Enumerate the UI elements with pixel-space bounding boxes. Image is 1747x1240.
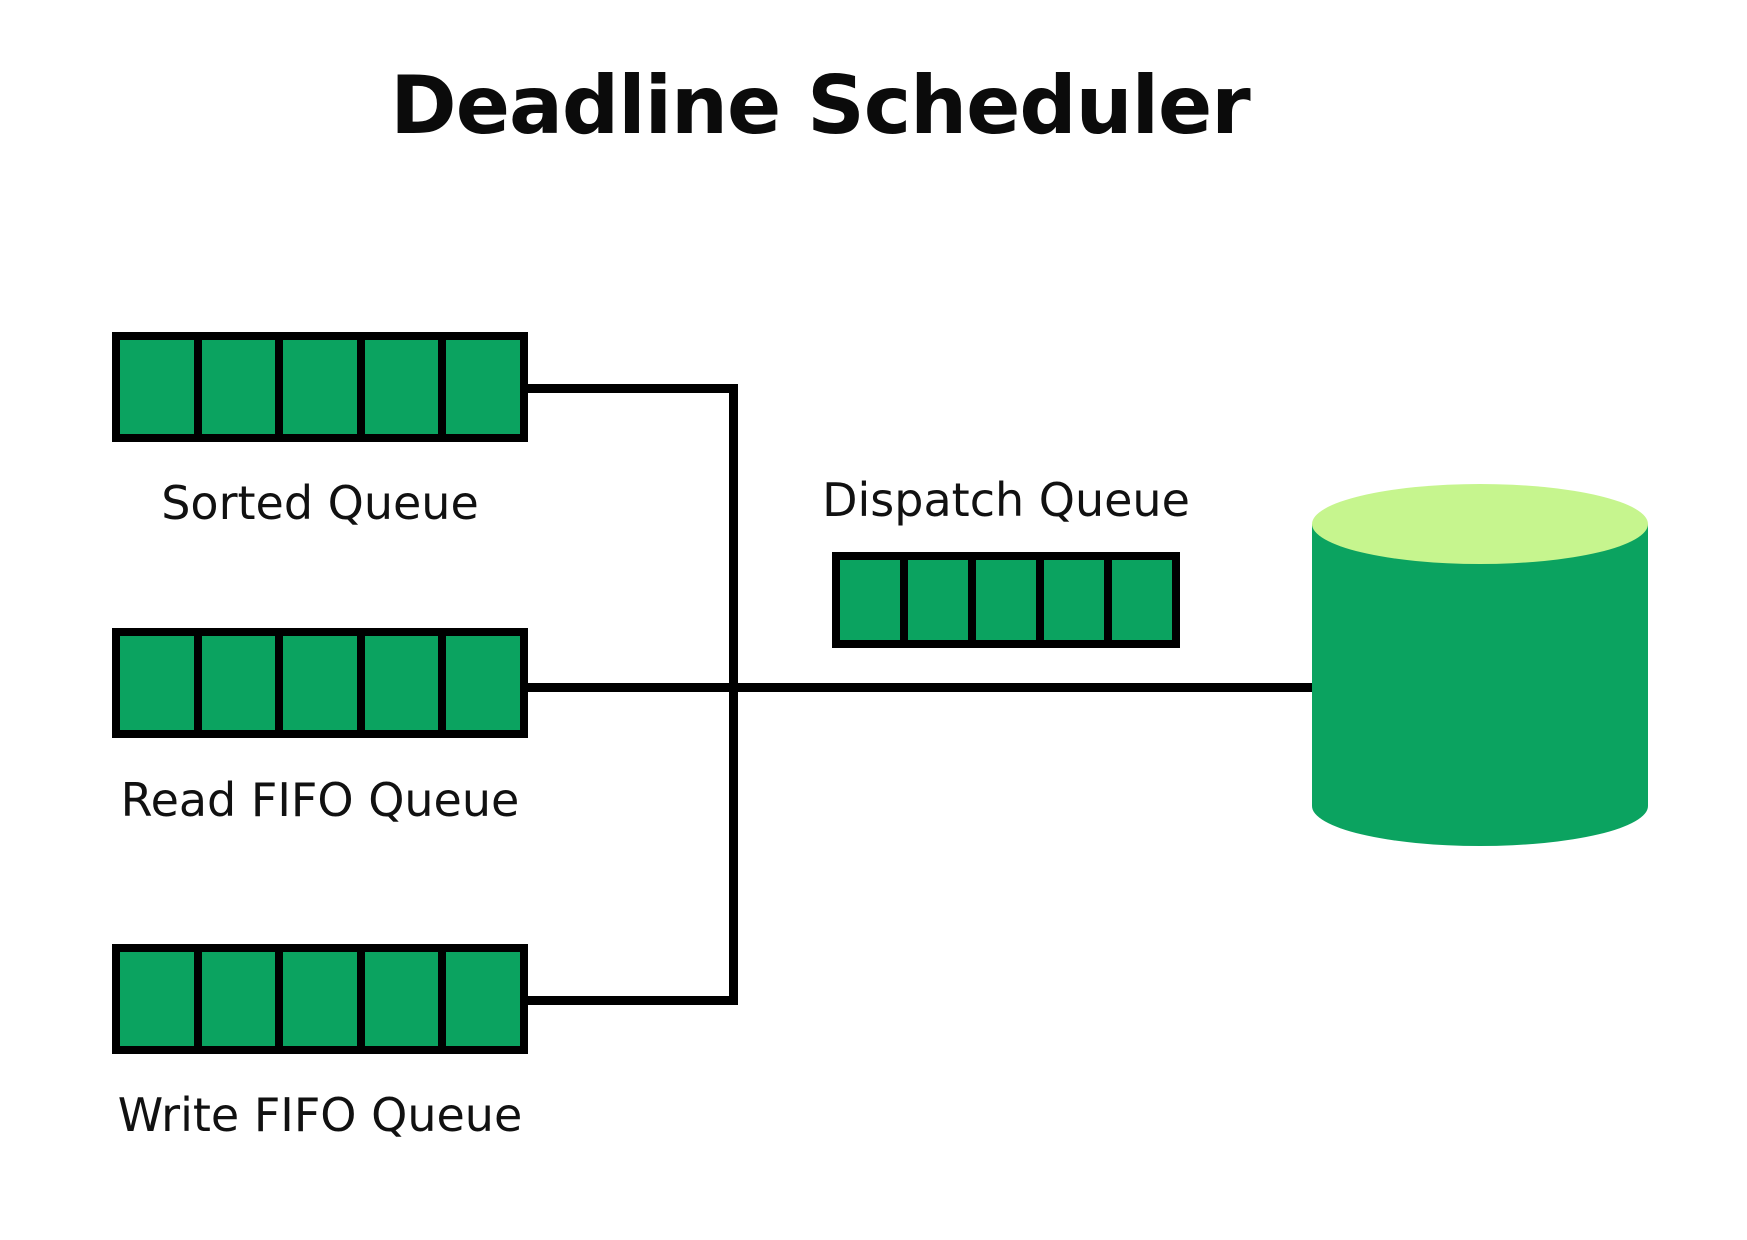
queue-cell (364, 636, 447, 730)
queue-cell (120, 952, 202, 1046)
queue-cell (283, 636, 365, 730)
sorted-queue-label: Sorted Queue (161, 476, 479, 530)
connector-write-to-trunk (524, 996, 738, 1005)
queue-cell (201, 636, 284, 730)
queue-cell (446, 952, 520, 1046)
queue-cell (283, 952, 365, 1046)
queue-cell (976, 560, 1044, 640)
cylinder-top-ellipse (1312, 484, 1648, 564)
queue-cell (120, 636, 202, 730)
queue-cell (120, 340, 202, 434)
connector-sorted-to-trunk (524, 384, 738, 393)
queue-cell (201, 340, 284, 434)
queue-cell (201, 952, 284, 1046)
cylinder-body (1312, 524, 1648, 806)
connector-trunk-vertical (729, 384, 738, 1005)
queue-cell (908, 560, 976, 640)
queue-cell (840, 560, 908, 640)
page-title: Deadline Scheduler (390, 59, 1250, 152)
sorted-queue-block (112, 332, 528, 442)
queue-cell (364, 952, 447, 1046)
connector-to-disk (524, 683, 1369, 692)
queue-cell (364, 340, 447, 434)
dispatch-queue-label: Dispatch Queue (822, 473, 1190, 527)
queue-cell (446, 340, 520, 434)
write-fifo-queue-label: Write FIFO Queue (117, 1088, 523, 1142)
queue-cell (283, 340, 365, 434)
queue-cell (1044, 560, 1112, 640)
write-fifo-queue-block (112, 944, 528, 1054)
queue-cell (446, 636, 520, 730)
read-fifo-queue-label: Read FIFO Queue (120, 773, 520, 827)
disk-cylinder (1312, 484, 1648, 846)
queue-cell (1112, 560, 1172, 640)
read-fifo-queue-block (112, 628, 528, 738)
dispatch-queue-block (832, 552, 1180, 648)
